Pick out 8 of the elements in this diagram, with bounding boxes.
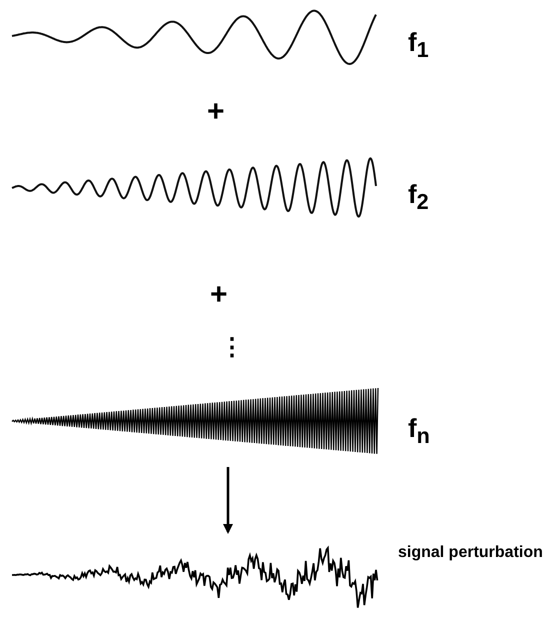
arrow (223, 467, 233, 534)
function-label: f$_{2}$ (408, 180, 429, 214)
plus-sign: + (210, 278, 228, 311)
function-label: f$_{1}$ (408, 28, 429, 62)
function-label: f$_{n}$ (408, 414, 430, 448)
ellipsis: ⋮ (220, 335, 244, 362)
caption: signal perturbation (398, 543, 544, 563)
plus-sign: + (207, 95, 225, 128)
